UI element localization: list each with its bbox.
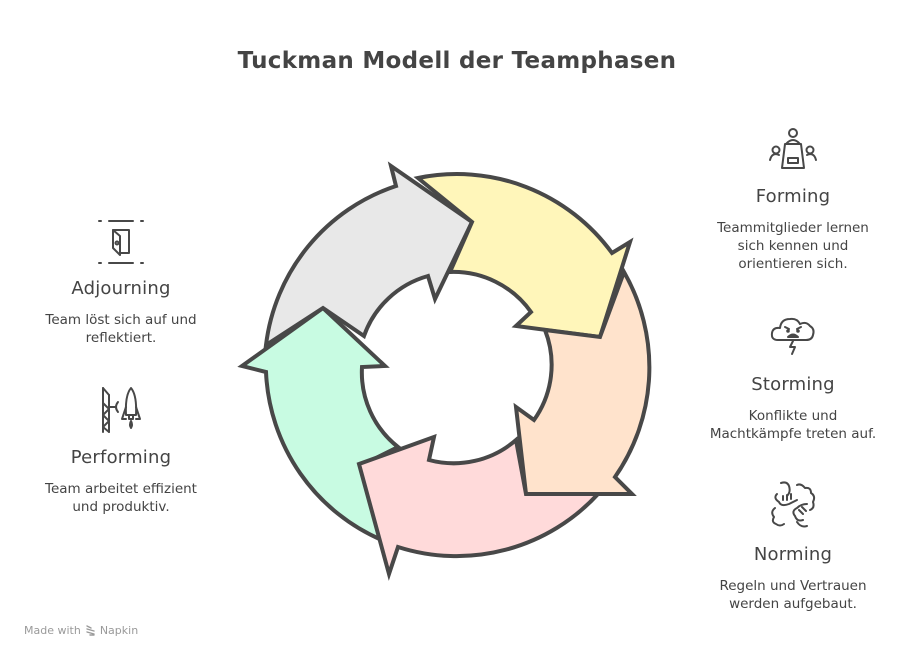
cycle-segment-storming bbox=[513, 267, 652, 496]
cycle-segment-forming bbox=[413, 172, 634, 340]
phase-description: Team löst sich auf und reflektiert. bbox=[45, 312, 197, 346]
napkin-brand-label: Napkin bbox=[99, 624, 139, 637]
cycle-segment-adjourning bbox=[263, 161, 475, 350]
page-title: Tuckman Modell der Teamphasen bbox=[237, 48, 677, 74]
angry-storm-cloud-icon bbox=[770, 317, 815, 355]
phase-name: Storming bbox=[751, 374, 835, 395]
phase-description: Regeln und Vertrauen werden aufgebaut. bbox=[719, 578, 867, 612]
phase-forming: Forming Teammitglieder lernen sich kenne… bbox=[693, 126, 893, 273]
clasped-hands-icon bbox=[771, 481, 816, 528]
cycle-segment-performing bbox=[237, 305, 402, 545]
phase-name: Forming bbox=[755, 186, 831, 207]
tuckman-cycle-diagram bbox=[230, 150, 670, 590]
phase-description: Teammitglieder lernen sich kennen und or… bbox=[717, 220, 869, 272]
phase-storming: Storming Konflikte und Machtkämpfe trete… bbox=[693, 314, 893, 443]
phase-norming: Norming Regeln und Vertrauen werden aufg… bbox=[693, 480, 893, 613]
rocket-launch-tower-icon bbox=[102, 387, 141, 433]
phase-performing: Performing Team arbeitet effizient und p… bbox=[21, 385, 221, 516]
phase-description: Konflikte und Machtkämpfe treten auf. bbox=[709, 408, 877, 442]
phase-name: Performing bbox=[70, 447, 172, 468]
phase-description: Team arbeitet effizient und produktiv. bbox=[45, 481, 197, 515]
napkin-logo-icon bbox=[86, 625, 95, 636]
exit-door-icon bbox=[98, 220, 144, 264]
phase-name: Norming bbox=[753, 544, 833, 565]
made-with-label: Made with bbox=[24, 624, 81, 637]
phase-adjourning: Adjourning Team löst sich auf und reflek… bbox=[21, 218, 221, 347]
made-with-napkin-badge[interactable]: Made with Napkin bbox=[24, 624, 138, 637]
meeting-table-people-icon bbox=[769, 128, 817, 169]
cycle-segment-norming bbox=[356, 433, 603, 581]
phase-name: Adjourning bbox=[71, 278, 171, 299]
